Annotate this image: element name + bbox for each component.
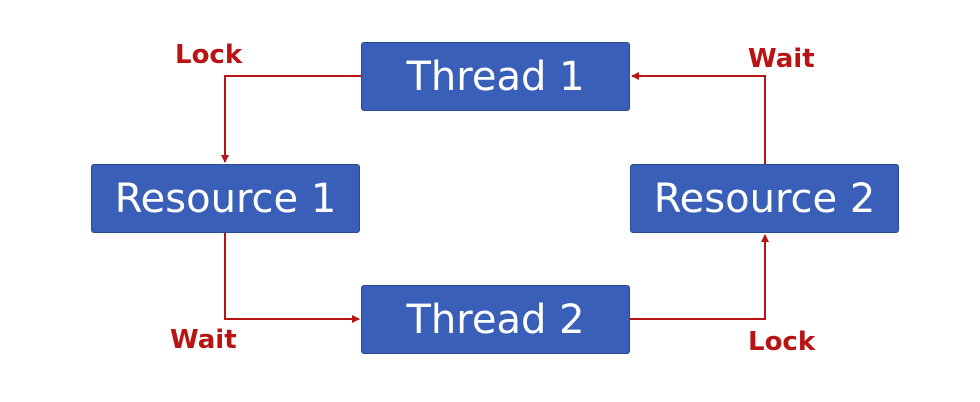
edge-resource1-to-thread2	[224, 233, 360, 323]
node-thread-2: Thread 2	[361, 285, 630, 354]
edge-resource2-to-thread1	[631, 72, 766, 164]
node-thread-2-label: Thread 2	[406, 296, 585, 343]
node-thread-1: Thread 1	[361, 42, 630, 111]
edge-label-lock-thread1-resource1: Lock	[175, 40, 243, 70]
node-resource-1: Resource 1	[91, 164, 360, 233]
edge-label-wait-resource2-thread1: Wait	[748, 44, 815, 74]
edge-thread2-to-resource2	[630, 234, 769, 320]
node-thread-1-label: Thread 1	[406, 53, 585, 100]
node-resource-1-label: Resource 1	[114, 175, 337, 222]
node-resource-2: Resource 2	[630, 164, 899, 233]
edge-label-lock-thread2-resource2: Lock	[748, 327, 816, 357]
node-resource-2-label: Resource 2	[653, 175, 876, 222]
edge-thread1-to-resource1	[221, 75, 361, 163]
edge-label-wait-resource1-thread2: Wait	[170, 325, 237, 355]
